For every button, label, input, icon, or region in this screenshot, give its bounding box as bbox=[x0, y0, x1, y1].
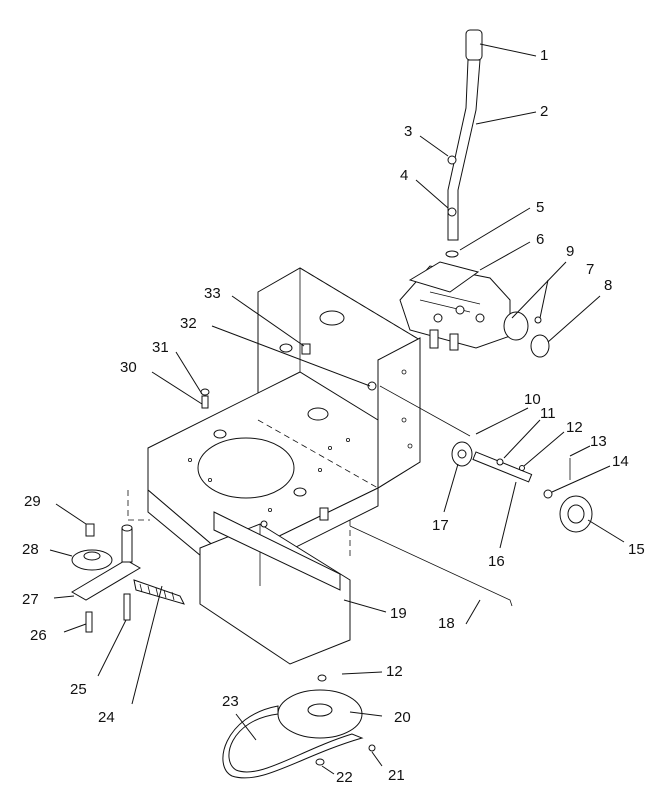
callout-22: 22 bbox=[336, 769, 353, 786]
callout-33: 33 bbox=[204, 285, 221, 302]
callout-12b: 12 bbox=[386, 663, 403, 680]
callout-24: 24 bbox=[98, 709, 115, 726]
transmission bbox=[399, 261, 550, 358]
nut-32 bbox=[367, 381, 377, 391]
callout-14: 14 bbox=[612, 453, 629, 470]
idler-arm bbox=[71, 559, 141, 601]
transmission-pulley bbox=[503, 311, 529, 341]
leader-lines bbox=[49, 43, 625, 775]
callout-numbers: 1 2 3 4 5 6 7 8 9 10 11 12 12 13 14 15 1… bbox=[22, 47, 645, 786]
callout-15: 15 bbox=[628, 541, 645, 558]
pulley-nut bbox=[368, 744, 376, 752]
callout-19: 19 bbox=[390, 605, 407, 622]
control-rod bbox=[349, 525, 513, 607]
frame-deck-opening bbox=[197, 437, 295, 499]
callout-13: 13 bbox=[590, 433, 607, 450]
frame-assembly bbox=[127, 267, 421, 665]
idler-bolt-top bbox=[85, 523, 95, 537]
idler-shoulder-bolt bbox=[123, 593, 131, 621]
lower-drive bbox=[222, 674, 376, 779]
fasteners bbox=[200, 343, 377, 409]
callout-30: 30 bbox=[120, 359, 137, 376]
bolt-30 bbox=[201, 395, 209, 409]
callout-16: 16 bbox=[488, 553, 505, 570]
callout-9: 9 bbox=[566, 243, 574, 260]
callout-1: 1 bbox=[540, 47, 548, 64]
pulley-washer bbox=[315, 758, 325, 766]
callout-5: 5 bbox=[536, 199, 544, 216]
callout-11: 11 bbox=[540, 405, 556, 422]
lever-rod bbox=[447, 59, 481, 241]
callout-32: 32 bbox=[180, 315, 197, 332]
lever-grip bbox=[465, 29, 483, 61]
pulley-shaft-assembly bbox=[379, 385, 593, 533]
transmission-key bbox=[534, 316, 542, 324]
callout-21: 21 bbox=[388, 767, 405, 784]
callout-20: 20 bbox=[394, 709, 411, 726]
callout-7: 7 bbox=[586, 261, 594, 278]
callout-27: 27 bbox=[22, 591, 39, 608]
callout-6: 6 bbox=[536, 231, 544, 248]
callout-18: 18 bbox=[438, 615, 455, 632]
transmission-bushing bbox=[530, 334, 550, 358]
washer-31 bbox=[200, 388, 210, 396]
nut-33 bbox=[301, 343, 311, 355]
drive-belt bbox=[222, 705, 364, 779]
lever-nut bbox=[447, 155, 457, 165]
callout-3: 3 bbox=[404, 123, 412, 140]
callout-31: 31 bbox=[152, 339, 169, 356]
lever-bolt bbox=[447, 207, 457, 217]
callout-10: 10 bbox=[524, 391, 541, 408]
idler-arm-assembly bbox=[71, 523, 185, 633]
idler-bolt-bottom bbox=[85, 611, 93, 633]
callout-8: 8 bbox=[604, 277, 612, 294]
callout-26: 26 bbox=[30, 627, 47, 644]
callout-28: 28 bbox=[22, 541, 39, 558]
lever-washer bbox=[445, 250, 459, 258]
callout-25: 25 bbox=[70, 681, 87, 698]
drive-shaft bbox=[472, 451, 533, 483]
shaft-washer bbox=[543, 489, 553, 499]
callout-23: 23 bbox=[222, 693, 239, 710]
frame-side-plate bbox=[377, 337, 421, 489]
callout-17: 17 bbox=[432, 517, 449, 534]
pulley-key bbox=[317, 674, 327, 682]
callout-29: 29 bbox=[24, 493, 41, 510]
idler-pivot bbox=[121, 527, 133, 563]
callout-2: 2 bbox=[540, 103, 548, 120]
callout-12: 12 bbox=[566, 419, 583, 436]
callout-4: 4 bbox=[400, 167, 408, 184]
shift-lever bbox=[445, 29, 483, 258]
idler-spring bbox=[133, 579, 185, 605]
